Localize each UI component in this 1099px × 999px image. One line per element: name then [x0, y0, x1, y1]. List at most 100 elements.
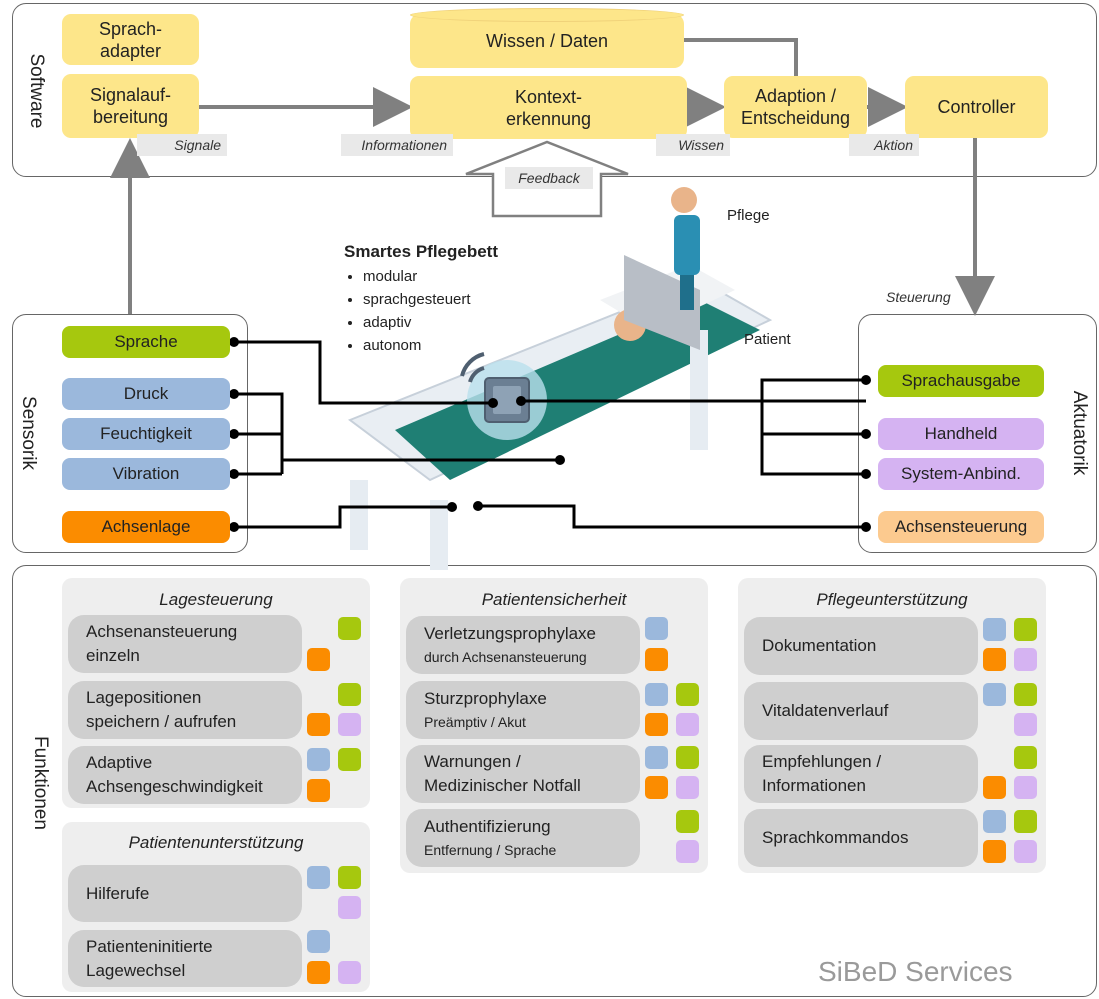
- func-hilferufe: Hilferufe: [68, 865, 302, 922]
- ind-blue: [645, 683, 668, 706]
- aktor-system-anbindung: System-Anbind.: [878, 458, 1044, 490]
- func-sprachkommandos: Sprachkommandos: [744, 809, 978, 867]
- line1: Authentifizierung: [424, 817, 551, 836]
- ind-purple: [1014, 648, 1037, 671]
- group-title-pflegeunterstuetzung: Pflegeunterstützung: [816, 590, 968, 609]
- group-title-patientensicherheit: Patientensicherheit: [481, 590, 627, 609]
- ind-blue: [645, 746, 668, 769]
- ind-purple: [676, 840, 699, 863]
- ind-green: [1014, 810, 1037, 833]
- kontexterkennung-box: Kontext- erkennung: [410, 76, 687, 139]
- software-label: Software: [26, 53, 47, 129]
- func-sturzprophylaxe: Sturzprophylaxe Preämptiv / Akut: [406, 681, 640, 739]
- ind-orange: [307, 961, 330, 984]
- ind-purple: [676, 713, 699, 736]
- func-patienteninitierte-lagewechsel: Patienteninitierte Lagewechsel: [68, 930, 302, 987]
- func-authentifizierung: Authentifizierung Entfernung / Sprache: [406, 809, 640, 867]
- aktor-sprachausgabe: Sprachausgabe: [878, 365, 1044, 397]
- line2: einzeln: [86, 646, 140, 665]
- wissen-daten-box: Wissen / Daten: [410, 14, 684, 68]
- sensor-sprache: Sprache: [62, 326, 230, 358]
- ind-green: [676, 746, 699, 769]
- aktor-achsensteuerung: Achsensteuerung: [878, 511, 1044, 543]
- funktionen-label: Funktionen: [30, 735, 51, 830]
- steuerung-tag: Steuerung: [886, 289, 951, 305]
- ind-purple: [1014, 776, 1037, 799]
- pflegebett-bullets: modular sprachgesteuert adaptiv autonom: [343, 265, 471, 357]
- bullet-autonom: autonom: [363, 334, 471, 357]
- ind-orange: [983, 840, 1006, 863]
- line2: Lagewechsel: [86, 960, 186, 980]
- bullet-adaptiv: adaptiv: [363, 311, 471, 334]
- func-warnungen: Warnungen / Medizinischer Notfall: [406, 745, 640, 803]
- line1: Verletzungsprophylaxe: [424, 624, 597, 643]
- smartes-pflegebett-title: Smartes Pflegebett: [344, 242, 498, 261]
- func-empfehlungen: Empfehlungen / Informationen: [744, 745, 978, 803]
- ind-orange: [645, 648, 668, 671]
- group-title-patientenunterstuetzung: Patientenunterstützung: [128, 833, 304, 852]
- ind-purple: [338, 961, 361, 984]
- ind-purple: [338, 896, 361, 919]
- sensorik-label: Sensorik: [18, 396, 39, 470]
- sensor-vibration: Vibration: [62, 458, 230, 490]
- func-adaptive-geschwindigkeit: Adaptive Achsengeschwindigkeit: [68, 746, 302, 804]
- sprachadapter-box: Sprach- adapter: [62, 14, 199, 65]
- ind-orange: [645, 776, 668, 799]
- line1: Achsenansteuerung: [86, 622, 238, 641]
- sensor-druck: Druck: [62, 378, 230, 410]
- pflege-label: Pflege: [727, 207, 770, 224]
- line1: Adaptive: [86, 753, 153, 772]
- ind-green: [1014, 746, 1037, 769]
- signale-tag: Signale: [137, 134, 227, 156]
- ind-green: [676, 810, 699, 833]
- aktuatorik-label: Aktuatorik: [1069, 390, 1090, 476]
- ind-blue: [307, 866, 330, 889]
- sub: Entfernung / Sprache: [424, 842, 557, 858]
- ind-purple: [676, 776, 699, 799]
- line1: Dokumentation: [762, 636, 877, 655]
- feedback-tag: Feedback: [505, 167, 593, 189]
- ind-purple: [1014, 840, 1037, 863]
- ind-orange: [983, 776, 1006, 799]
- aktor-handheld: Handheld: [878, 418, 1044, 450]
- sensor-feuchtigkeit: Feuchtigkeit: [62, 418, 230, 450]
- func-verletzungsprophylaxe: Verletzungsprophylaxe durch Achsenansteu…: [406, 616, 640, 674]
- ind-green: [338, 683, 361, 706]
- ind-blue: [983, 618, 1006, 641]
- ind-green: [338, 748, 361, 771]
- line2: speichern / aufrufen: [86, 712, 237, 731]
- aktion-tag: Aktion: [849, 134, 919, 156]
- ind-blue: [307, 748, 330, 771]
- line1: Warnungen /: [424, 752, 521, 771]
- ind-green: [1014, 618, 1037, 641]
- patient-label: Patient: [744, 331, 791, 348]
- ind-green: [676, 683, 699, 706]
- informationen-tag: Informationen: [341, 134, 453, 156]
- ind-orange: [307, 779, 330, 802]
- ind-blue: [983, 683, 1006, 706]
- line1: Vitaldatenverlauf: [762, 701, 889, 720]
- line1: Lagepositionen: [86, 688, 202, 707]
- ind-blue: [645, 617, 668, 640]
- line2: Achsengeschwindigkeit: [86, 777, 263, 796]
- sibed-watermark: SiBeD Services: [818, 956, 1013, 987]
- func-lagepositionen: Lagepositionen speichern / aufrufen: [68, 681, 302, 739]
- wissen-daten-top: [410, 8, 684, 22]
- func-vitaldatenverlauf: Vitaldatenverlauf: [744, 682, 978, 740]
- smart-bed-illustration: [347, 187, 773, 570]
- ind-green: [338, 617, 361, 640]
- wissen-tag: Wissen: [656, 134, 730, 156]
- ind-green: [1014, 683, 1037, 706]
- ind-blue: [307, 930, 330, 953]
- line1: Patienteninitierte: [86, 936, 213, 956]
- line1: Sprachkommandos: [762, 828, 909, 847]
- line1: Empfehlungen /: [762, 752, 882, 771]
- ind-blue: [983, 810, 1006, 833]
- adaption-box: Adaption / Entscheidung: [724, 76, 867, 138]
- group-title-lagesteuerung: Lagesteuerung: [159, 590, 273, 609]
- ind-orange: [307, 713, 330, 736]
- func-dokumentation: Dokumentation: [744, 617, 978, 675]
- controller-box: Controller: [905, 76, 1048, 138]
- ind-purple: [1014, 713, 1037, 736]
